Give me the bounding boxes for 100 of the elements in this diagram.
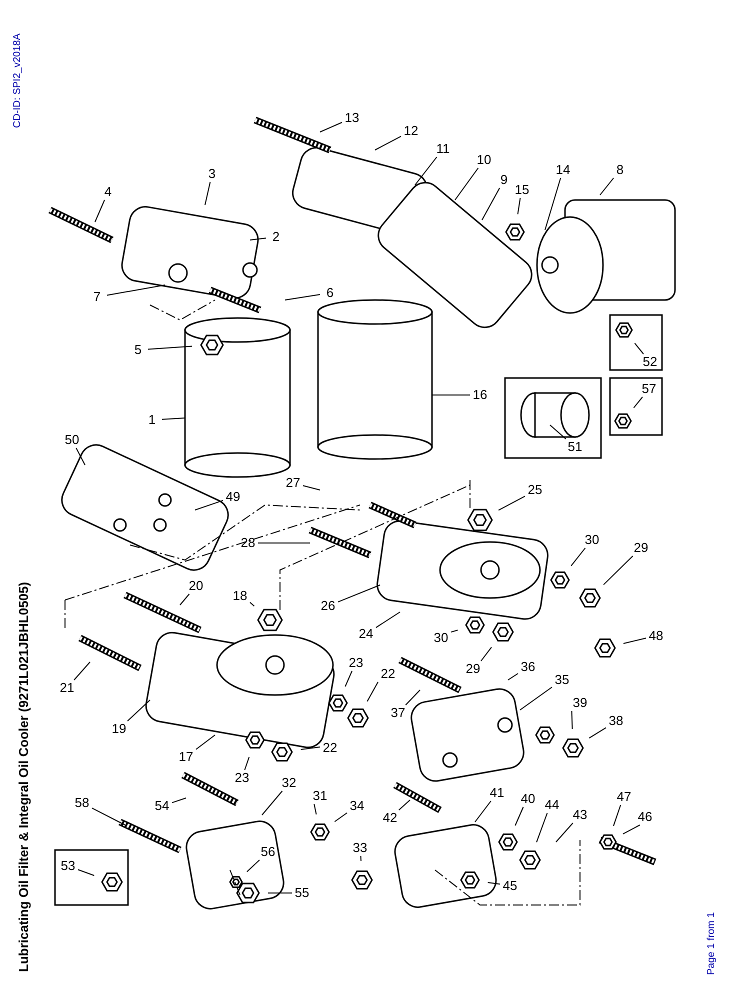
- callout-number: 35: [553, 673, 571, 687]
- leader-line: [414, 156, 438, 186]
- leader-line: [588, 727, 606, 739]
- leader-line: [474, 800, 492, 822]
- callout-number: 8: [611, 163, 629, 177]
- leader-line: [74, 662, 90, 680]
- callout-number: 1: [143, 413, 161, 427]
- callout-number: 34: [348, 799, 366, 813]
- callout-number: 33: [351, 841, 369, 855]
- callout-number: 37: [389, 706, 407, 720]
- callout-number: 2: [267, 230, 285, 244]
- leader-line: [300, 746, 320, 750]
- leader-line: [244, 756, 250, 770]
- leader-line: [622, 824, 640, 834]
- callout-number: 22: [379, 667, 397, 681]
- callout-number: 42: [381, 811, 399, 825]
- document-id: CD-ID: SPI2_v2018A: [12, 34, 23, 128]
- leader-line: [250, 238, 266, 240]
- callout-number: 53: [59, 859, 77, 873]
- leader-line: [482, 188, 500, 220]
- leader-line: [570, 548, 586, 566]
- leader-line: [78, 869, 95, 876]
- leader-line: [366, 682, 378, 702]
- leader-line: [172, 798, 186, 804]
- callout-number: 45: [501, 879, 519, 893]
- leader-line: [544, 178, 562, 230]
- leader-line: [250, 602, 255, 607]
- leader-line: [204, 182, 211, 206]
- callout-number: 20: [187, 579, 205, 593]
- callout-number: 15: [513, 183, 531, 197]
- callout-number: 4: [99, 185, 117, 199]
- leader-line: [517, 198, 521, 215]
- callout-number: 49: [224, 490, 242, 504]
- leader-line: [514, 806, 524, 826]
- callout-number: 26: [319, 599, 337, 613]
- callout-number: 25: [526, 483, 544, 497]
- leader-line: [262, 790, 283, 816]
- leader-line: [302, 485, 320, 490]
- callout-number: 54: [153, 799, 171, 813]
- callout-number: 9: [495, 173, 513, 187]
- leader-line: [376, 612, 400, 628]
- callout-number: 50: [63, 433, 81, 447]
- leader-line: [344, 670, 352, 687]
- callout-number: 51: [566, 440, 584, 454]
- leader-line: [338, 584, 380, 602]
- page-number: Page 1 from 1: [706, 912, 717, 975]
- callout-number: 11: [434, 142, 452, 156]
- leader-line: [508, 673, 518, 680]
- leader-line: [603, 556, 634, 586]
- callout-number: 27: [284, 476, 302, 490]
- leader-line: [194, 500, 224, 510]
- callout-number: 24: [357, 627, 375, 641]
- callout-number: 52: [641, 355, 659, 369]
- callout-number: 36: [519, 660, 537, 674]
- callout-number: 10: [475, 153, 493, 167]
- leader-line: [284, 294, 320, 300]
- leader-line: [196, 734, 216, 750]
- leader-line: [633, 396, 643, 408]
- leader-line: [268, 892, 292, 894]
- callout-number: 13: [343, 111, 361, 125]
- leader-line: [634, 342, 644, 354]
- callout-number: 39: [571, 696, 589, 710]
- leader-line: [94, 200, 106, 222]
- leader-line: [180, 594, 190, 606]
- callout-number: 31: [311, 789, 329, 803]
- leader-line: [92, 808, 126, 826]
- leader-line: [405, 690, 420, 706]
- leader-line: [127, 700, 150, 722]
- callout-number: 58: [73, 796, 91, 810]
- leader-line: [480, 646, 492, 662]
- leader-line: [550, 424, 566, 440]
- callout-number: 29: [464, 662, 482, 676]
- callout-number: 57: [640, 382, 658, 396]
- callout-number: 32: [280, 776, 298, 790]
- leader-line: [556, 822, 574, 842]
- leader-line: [162, 418, 186, 420]
- callout-number: 44: [543, 798, 561, 812]
- leader-line: [334, 812, 348, 822]
- callout-number: 29: [632, 541, 650, 555]
- callout-number: 28: [239, 536, 257, 550]
- callout-number: 43: [571, 808, 589, 822]
- leader-line: [258, 542, 310, 544]
- callout-number: 23: [347, 656, 365, 670]
- callout-number: 17: [177, 750, 195, 764]
- callout-number: 48: [647, 629, 665, 643]
- leader-line: [498, 496, 526, 511]
- leader-line: [246, 860, 260, 872]
- callout-number: 47: [615, 790, 633, 804]
- leader-line: [520, 686, 552, 710]
- callout-number: 41: [488, 786, 506, 800]
- callout-number: 18: [231, 589, 249, 603]
- callout-number: 46: [636, 810, 654, 824]
- leader-line: [432, 394, 470, 396]
- leader-line: [76, 448, 86, 466]
- callout-number: 12: [402, 124, 420, 138]
- leader-line: [622, 638, 646, 644]
- leader-line: [314, 804, 317, 815]
- callout-number: 21: [58, 681, 76, 695]
- callout-number: 38: [607, 714, 625, 728]
- callout-number: 40: [519, 792, 537, 806]
